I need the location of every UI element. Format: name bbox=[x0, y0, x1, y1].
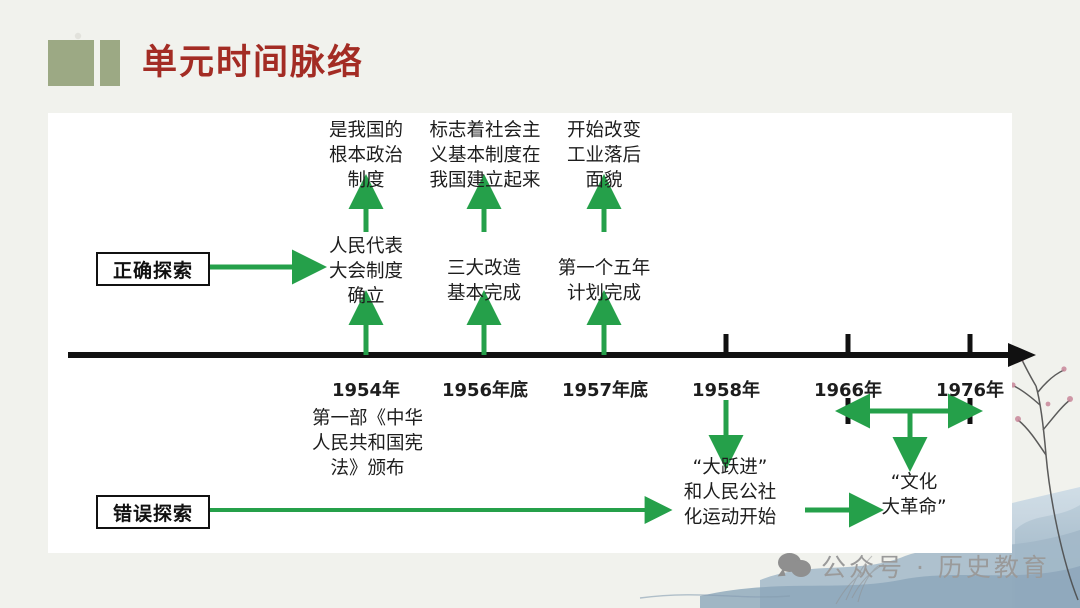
date-1966: 1966年 bbox=[813, 380, 883, 401]
watermark-text: 公众号 · 历史教育 bbox=[821, 553, 1050, 582]
event-1954: 人民代表 大会制度 确立 bbox=[328, 236, 403, 307]
date-1957: 1957年底 bbox=[561, 380, 649, 401]
label-wrong-exploration-text: 错误探索 bbox=[112, 502, 193, 525]
timeline-panel bbox=[48, 113, 1012, 553]
decor-dot bbox=[74, 32, 82, 40]
axis-arrowhead bbox=[1008, 343, 1036, 367]
slide-header: 单元时间脉络 bbox=[48, 40, 364, 86]
wechat-icon bbox=[777, 553, 812, 580]
header-square-large bbox=[48, 40, 94, 86]
note-top-1957: 开始改变 工业落后 面貌 bbox=[566, 120, 641, 191]
date-1954: 1954年 bbox=[331, 380, 401, 401]
label-wrong-exploration[interactable]: 错误探索 bbox=[96, 495, 210, 529]
note-top-1954: 是我国的 根本政治 制度 bbox=[328, 120, 403, 191]
label-correct-exploration[interactable]: 正确探索 bbox=[96, 252, 210, 286]
date-1956: 1956年底 bbox=[441, 380, 529, 401]
event-1958-lower: “大跃进” 和人民公社 化运动开始 bbox=[683, 457, 777, 528]
page-title: 单元时间脉络 bbox=[142, 42, 365, 83]
date-1958: 1958年 bbox=[691, 380, 761, 401]
date-1976: 1976年 bbox=[935, 380, 1005, 401]
header-square-small bbox=[100, 40, 120, 86]
label-correct-exploration-text: 正确探索 bbox=[112, 259, 193, 282]
watermark: 公众号 · 历史教育 bbox=[777, 548, 1050, 584]
note-under-1954: 第一部《中华 人民共和国宪 法》颁布 bbox=[311, 408, 423, 479]
event-1956: 三大改造 基本完成 bbox=[446, 258, 521, 304]
event-1966-lower: “文化 大革命” bbox=[881, 472, 947, 518]
note-top-1956: 标志着社会主 义基本制度在 我国建立起来 bbox=[429, 120, 541, 191]
event-1957: 第一个五年 计划完成 bbox=[557, 258, 651, 304]
